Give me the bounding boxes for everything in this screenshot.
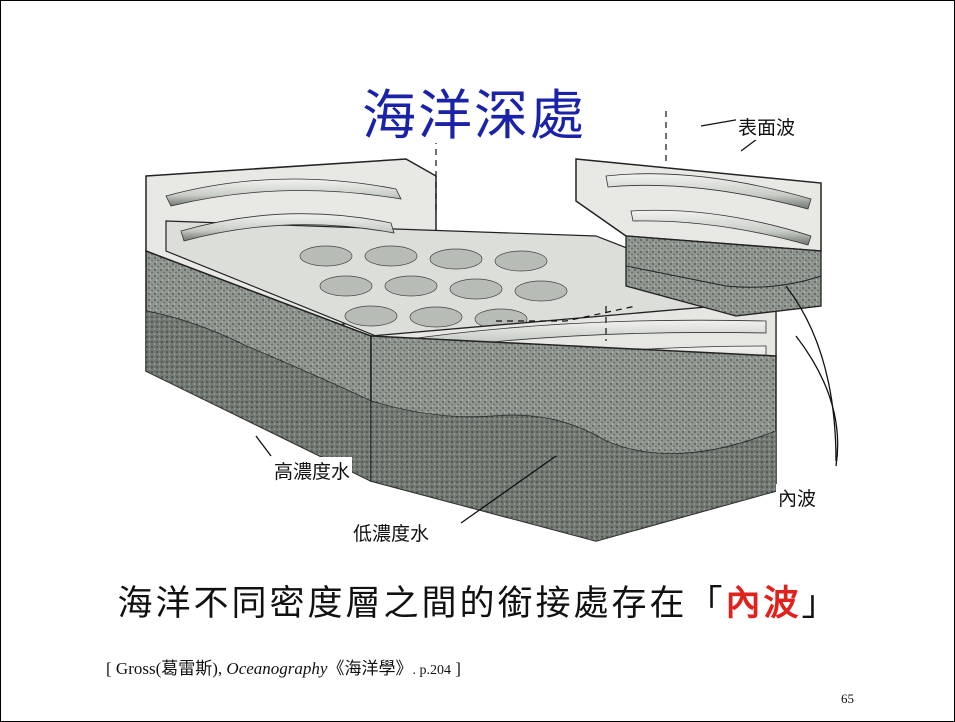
- caption-open-bracket: 「: [687, 584, 726, 624]
- citation-open: [: [106, 659, 116, 678]
- caption-highlight: 內波: [725, 583, 802, 624]
- citation-book-title: Oceanography: [226, 659, 328, 678]
- citation-book-cn: 《海洋學》: [327, 659, 413, 678]
- ocean-layers-diagram: [145, 111, 839, 542]
- caption-text: 海洋不同密度層之間的銜接處存在: [117, 584, 688, 624]
- surface-wave-label: 表面波: [736, 113, 798, 140]
- citation: [ Gross(葛雷斯), Oceanography《海洋學》. p.204 ]: [106, 654, 461, 679]
- page-number: 65: [841, 691, 854, 706]
- citation-page: . p.204: [412, 663, 451, 678]
- internal-wave-label: 內波: [776, 484, 819, 511]
- citation-author: Gross(葛雷斯),: [115, 659, 227, 678]
- slide-title: 海洋深處: [356, 89, 592, 143]
- citation-close: ]: [450, 659, 461, 678]
- caption: 海洋不同密度層之間的銜接處存在「內波」: [1, 575, 955, 626]
- caption-close-bracket: 」: [801, 584, 840, 624]
- high-density-water-label: 高濃度水: [272, 457, 353, 484]
- low-density-water-label: 低濃度水: [351, 519, 432, 546]
